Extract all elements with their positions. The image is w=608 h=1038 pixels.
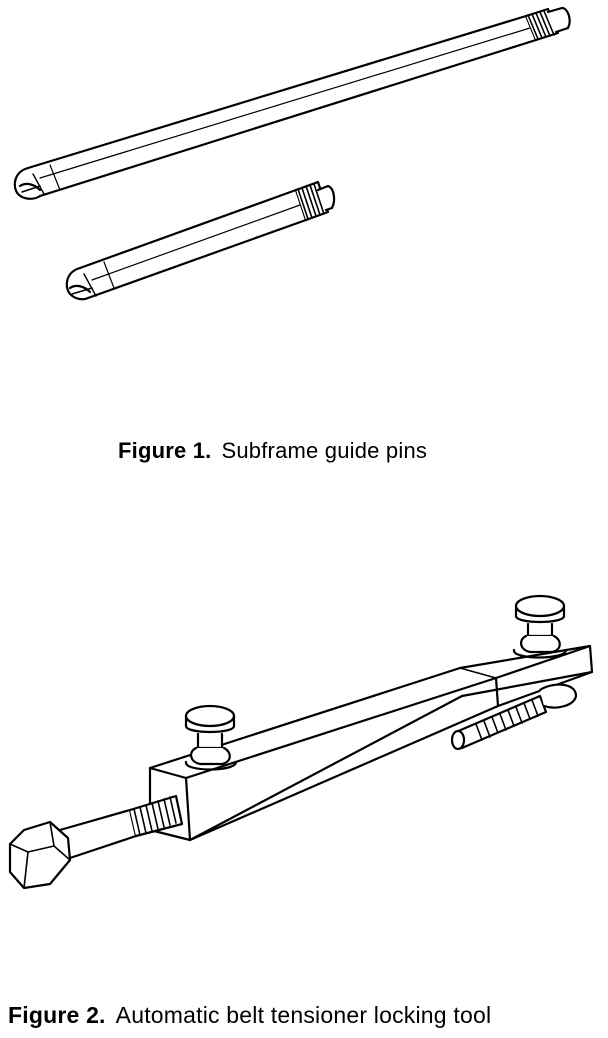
left-thumb-screw xyxy=(184,704,238,771)
figure-1-caption: Figure 1. Subframe guide pins xyxy=(118,438,427,464)
bolt xyxy=(8,794,184,890)
figure-1-number: Figure 1. xyxy=(118,438,212,463)
right-thumb-screw xyxy=(512,594,568,659)
subframe-guide-pins-illustration xyxy=(13,6,571,301)
tension-spring xyxy=(450,683,578,751)
figure-2-number: Figure 2. xyxy=(8,1002,106,1028)
figure-1-caption-text: Subframe guide pins xyxy=(221,438,428,463)
belt-tensioner-locking-tool-illustration xyxy=(8,594,594,890)
short-guide-pin xyxy=(65,180,336,301)
figure-2: Figure 2. Automatic belt tensioner lockin… xyxy=(0,500,608,1038)
figure-2-caption: Figure 2. Automatic belt tensioner lockin… xyxy=(8,1002,491,1029)
locking-tool-body xyxy=(148,644,594,842)
figure-2-caption-text: Automatic belt tensioner locking tool xyxy=(115,1002,492,1028)
figure-1: Figure 1. Subframe guide pins xyxy=(0,0,608,500)
long-guide-pin xyxy=(13,6,571,200)
